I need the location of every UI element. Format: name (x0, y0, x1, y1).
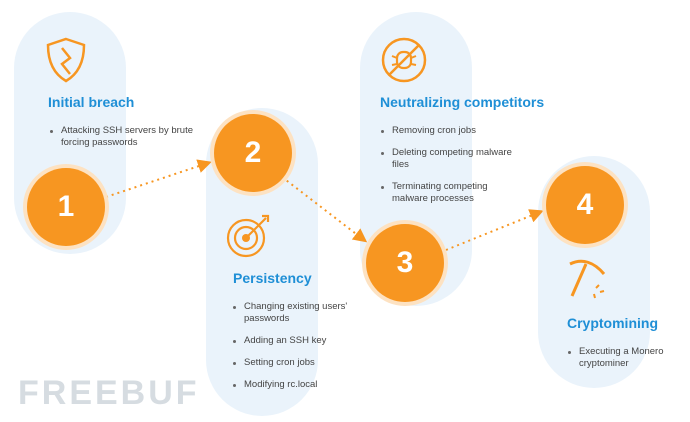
watermark-logo: FREEBUF (18, 374, 200, 412)
step-2-badge: 2 (214, 114, 292, 192)
step-3-bullets: Removing cron jobs Deleting competing ma… (381, 125, 521, 215)
step-2-bullets: Changing existing users' passwords Addin… (233, 301, 353, 401)
step-1-badge: 1 (27, 168, 105, 246)
bullet-item: Deleting competing malware files (381, 147, 521, 171)
bullet-item: Changing existing users' passwords (233, 301, 353, 325)
step-1-title: Initial breach (48, 94, 135, 110)
arrow-2-to-3 (281, 176, 368, 243)
step-4-bullets: Executing a Monero cryptominer (568, 346, 678, 380)
no-bug-icon (381, 37, 427, 83)
bullet-item: Executing a Monero cryptominer (568, 346, 678, 370)
step-3-badge: 3 (366, 224, 444, 302)
step-4-title: Cryptomining (567, 315, 658, 331)
arrow-1-to-2 (105, 159, 212, 198)
arrow-3-to-4 (445, 209, 544, 251)
target-icon (226, 214, 270, 258)
bullet-item: Modifying rc.local (233, 379, 353, 391)
bullet-item: Adding an SSH key (233, 335, 353, 347)
bullet-item: Terminating competing malware processes (381, 181, 521, 205)
pickaxe-icon (569, 259, 606, 299)
step-1-bullets: Attacking SSH servers by brute forcing p… (50, 125, 200, 159)
bullet-item: Removing cron jobs (381, 125, 521, 137)
bullet-item: Attacking SSH servers by brute forcing p… (50, 125, 200, 149)
cracked-shield-icon (46, 37, 86, 83)
step-4-badge: 4 (546, 166, 624, 244)
step-2-title: Persistency (233, 270, 312, 286)
bullet-item: Setting cron jobs (233, 357, 353, 369)
step-3-title: Neutralizing competitors (380, 94, 545, 110)
